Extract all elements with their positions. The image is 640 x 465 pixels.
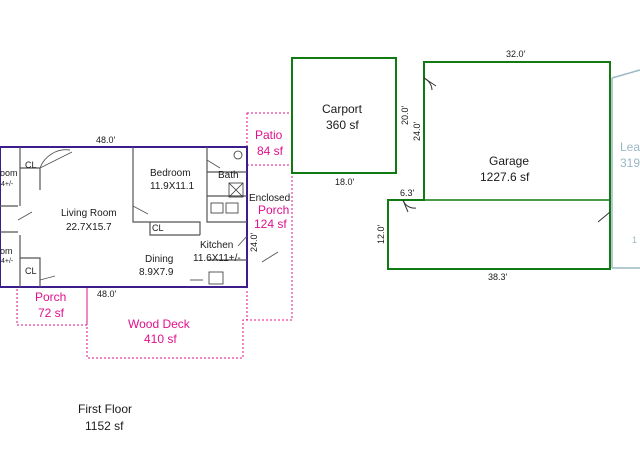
enclosed-porch-area: 124 sf <box>254 217 287 231</box>
first-floor-area: 1152 sf <box>85 419 124 433</box>
closet-label-bottom-left: CL <box>25 266 37 276</box>
left-room-bottom-fragment: om <box>0 246 13 256</box>
kitchen-label: Kitchen <box>200 240 233 251</box>
interior-walls <box>0 147 247 287</box>
enclosed-porch-label-line1: Enclosed <box>249 193 290 204</box>
fixtures <box>190 150 244 285</box>
bath-label: Bath <box>218 170 239 181</box>
outdoor-areas <box>16 112 293 359</box>
garage-side-dimension: 24.0' <box>412 121 422 141</box>
garage-notch-dimension: 6.3' <box>400 188 415 198</box>
wood-deck-label: Wood Deck <box>128 317 191 331</box>
left-room-top-fragment: oom <box>0 168 18 178</box>
living-room-label: Living Room <box>61 208 117 219</box>
lean-to-edge-fragment: 1 <box>632 235 637 245</box>
house-top-dimension: 48.0' <box>96 135 116 145</box>
carport-area: 360 sf <box>326 118 359 132</box>
living-room-size: 22.7X15.7 <box>66 222 112 233</box>
left-room-top-size: 4+/- <box>1 181 14 188</box>
dining-size: 8.9X7.9 <box>139 267 174 278</box>
carport-label: Carport <box>322 102 363 116</box>
carport-side-dimension: 20.0' <box>400 105 410 125</box>
closet-label-bedroom: CL <box>152 223 164 233</box>
porch-area: 72 sf <box>38 306 65 320</box>
left-room-bottom-size: 4+/- <box>1 258 14 265</box>
wood-deck-area: 410 sf <box>144 332 177 346</box>
porch-label: Porch <box>35 290 66 304</box>
patio-outline <box>246 112 293 166</box>
enclosed-porch-label-line2: Porch <box>258 203 289 217</box>
closet-label-top-left: CL <box>25 160 37 170</box>
lean-to-outline <box>611 69 640 269</box>
porch-outline <box>16 286 88 326</box>
garage-label: Garage <box>489 154 529 168</box>
patio-area: 84 sf <box>257 144 284 158</box>
door-swings <box>17 149 279 281</box>
carport-bottom-dimension: 18.0' <box>335 177 355 187</box>
bedroom-label: Bedroom <box>150 168 191 179</box>
patio-label: Patio <box>255 128 283 142</box>
garage-area: 1227.6 sf <box>480 170 530 184</box>
garage-doors <box>402 77 611 223</box>
kitchen-size: 11.6X11+/- <box>193 253 241 264</box>
lean-to-area-fragment: 319 <box>620 156 640 170</box>
bedroom-size: 11.9X11.1 <box>150 181 195 192</box>
lean-to-label-fragment: Lea <box>620 140 640 154</box>
enclosed-porch-dimension: 24.0' <box>249 232 259 252</box>
garage-left-dimension: 12.0' <box>376 224 386 244</box>
house-outline <box>0 146 248 288</box>
wood-deck-outline <box>86 287 293 359</box>
house-bottom-dimension: 48.0' <box>97 289 117 299</box>
first-floor-label: First Floor <box>78 402 132 416</box>
carport-outline <box>291 57 397 174</box>
garage-bottom-dimension: 38.3' <box>488 272 508 282</box>
garage-top-dimension: 32.0' <box>506 49 526 59</box>
garage-outline <box>387 61 611 270</box>
dining-label: Dining <box>145 254 173 265</box>
